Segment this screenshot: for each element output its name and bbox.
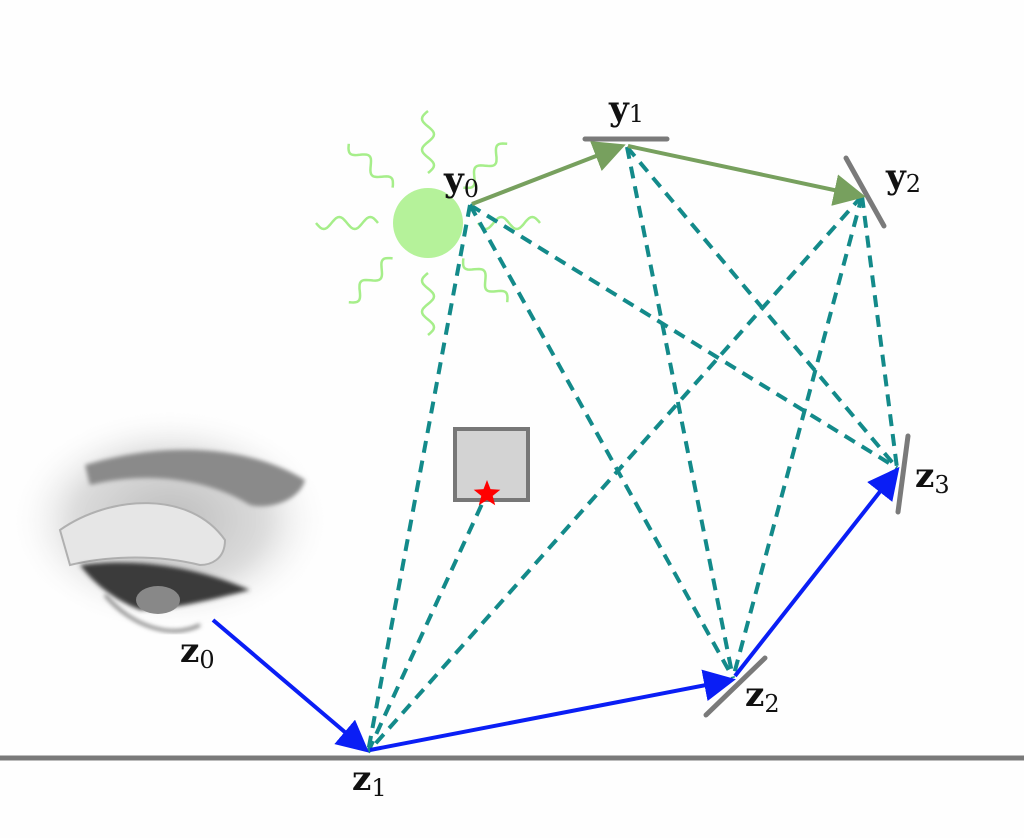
connection-z1-star — [366, 492, 489, 753]
sun-ray — [348, 256, 393, 304]
connection-lines — [366, 145, 899, 754]
sun-ray — [347, 143, 395, 188]
sun-ray — [315, 215, 379, 231]
light-arrow-y0-y1 — [471, 141, 626, 206]
eyelashes — [80, 562, 250, 610]
connection-y0-z3 — [468, 203, 899, 470]
label-z0: z0 — [180, 631, 215, 674]
sun-rays — [315, 110, 541, 336]
sun-ray — [463, 142, 508, 190]
connection-y2-z2 — [731, 195, 864, 679]
eye-illustration — [10, 410, 330, 633]
connection-y0-z2 — [468, 204, 735, 679]
sun-ray — [477, 215, 541, 231]
iris — [136, 586, 180, 614]
light-arrow-y1-y2 — [627, 144, 866, 206]
label-z2: z2 — [745, 675, 780, 718]
connection-y1-z2 — [625, 146, 735, 679]
connection-y2-z3 — [860, 195, 899, 469]
label-y1: y1 — [608, 89, 644, 129]
lower-lashes — [103, 594, 201, 633]
label-z1: z1 — [352, 759, 387, 802]
label-y0: y0 — [443, 160, 479, 203]
label-z3: z3 — [915, 456, 950, 499]
view-arrow-z1-z2 — [369, 669, 736, 752]
eyelid — [58, 502, 227, 567]
label-y2: y2 — [885, 157, 921, 198]
view-arrow-z0-z1 — [211, 618, 370, 753]
eyebrow — [85, 449, 305, 507]
sun-ray — [420, 272, 436, 336]
light-source-sun — [393, 188, 463, 258]
sun-ray — [420, 110, 436, 174]
star-marker — [473, 480, 501, 506]
connection-y0-z1 — [366, 204, 472, 753]
mirror-z3 — [895, 433, 911, 515]
view-arrow-z2-z3 — [733, 466, 900, 678]
connection-y2-z1 — [366, 194, 864, 754]
sun-ray — [461, 258, 509, 303]
